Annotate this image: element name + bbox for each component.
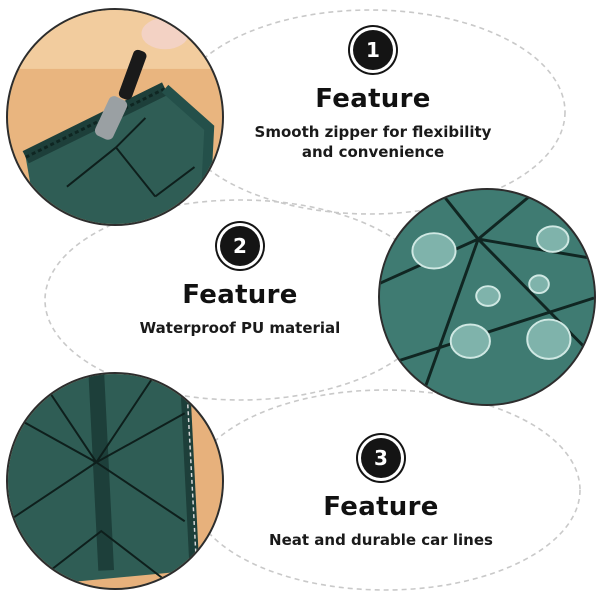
feature-description: Neat and durable car lines: [236, 530, 526, 550]
feature-number-badge: 1: [353, 30, 393, 70]
stitched-seam-icon: [6, 372, 224, 590]
feature-description: Smooth zipper for flexibility and conven…: [228, 122, 518, 162]
zipper-closeup-icon: [6, 8, 224, 226]
feature-block-2: 2 Feature Waterproof PU material: [110, 226, 370, 338]
feature-block-1: 1 Feature Smooth zipper for flexibility …: [228, 30, 518, 162]
feature-title: Feature: [323, 492, 439, 522]
feature-description-line: and convenience: [301, 143, 445, 161]
water-droplets-icon: [378, 188, 596, 406]
feature-description-line: Neat and durable car lines: [269, 531, 493, 549]
feature-title: Feature: [182, 280, 298, 310]
feature-title: Feature: [315, 84, 431, 114]
feature-block-3: 3 Feature Neat and durable car lines: [236, 438, 526, 550]
feature-description-line: Waterproof PU material: [139, 319, 341, 337]
feature-description-line: Smooth zipper for flexibility: [254, 123, 492, 141]
feature-description: Waterproof PU material: [110, 318, 370, 338]
feature-number-badge: 3: [361, 438, 401, 478]
feature-number-badge: 2: [220, 226, 260, 266]
